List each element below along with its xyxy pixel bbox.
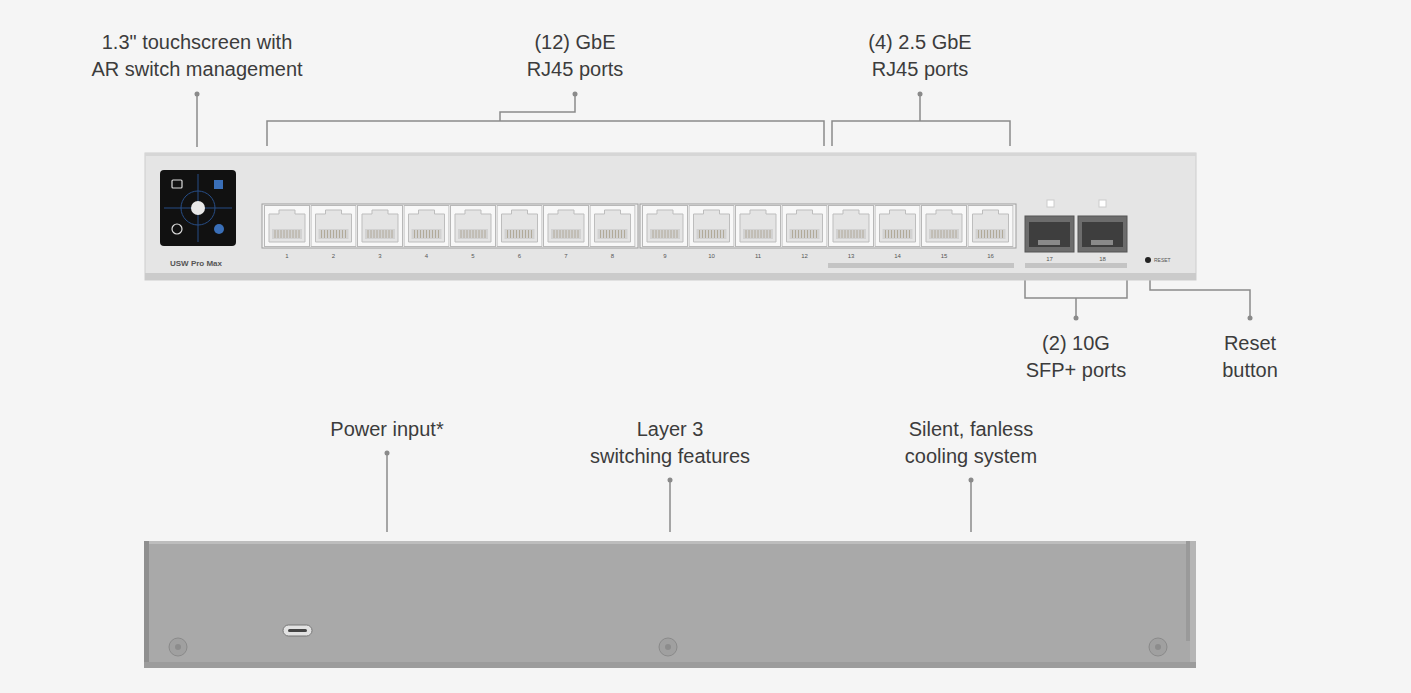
callout-label: 1.3" touchscreen with AR switch manageme… — [67, 29, 327, 83]
model-name: USW Pro Max — [170, 260, 222, 268]
port-number: 15 — [941, 253, 948, 259]
port-number: 6 — [518, 253, 521, 259]
callout-label: (12) GbE RJ45 ports — [493, 29, 658, 83]
callout-label: Silent, fanless cooling system — [857, 416, 1085, 470]
button-marking: RESET — [1154, 258, 1171, 263]
port-number: 12 — [801, 253, 808, 259]
port-number: 10 — [708, 253, 715, 259]
port-number: 13 — [848, 253, 855, 259]
port-number: 8 — [611, 253, 614, 259]
port-number: 7 — [564, 253, 567, 259]
leader-dots — [195, 92, 1253, 483]
callout-label: Layer 3 switching features — [570, 416, 770, 470]
port-number: 17 — [1046, 256, 1053, 262]
callout-label: Reset button — [1202, 330, 1298, 384]
port-number: 16 — [987, 253, 994, 259]
port-number: 4 — [425, 253, 428, 259]
port-number: 2 — [332, 253, 335, 259]
port-number: 18 — [1099, 256, 1106, 262]
port-number: 9 — [663, 253, 666, 259]
callout-label: Power input* — [287, 416, 487, 443]
port-number: 5 — [471, 253, 474, 259]
port-number: 1 — [285, 253, 288, 259]
port-number: 11 — [755, 253, 761, 259]
port-number: 3 — [378, 253, 381, 259]
callout-label: (2) 10G SFP+ ports — [1001, 330, 1151, 384]
port-number: 14 — [894, 253, 901, 259]
callout-label: (4) 2.5 GbE RJ45 ports — [828, 29, 1013, 83]
